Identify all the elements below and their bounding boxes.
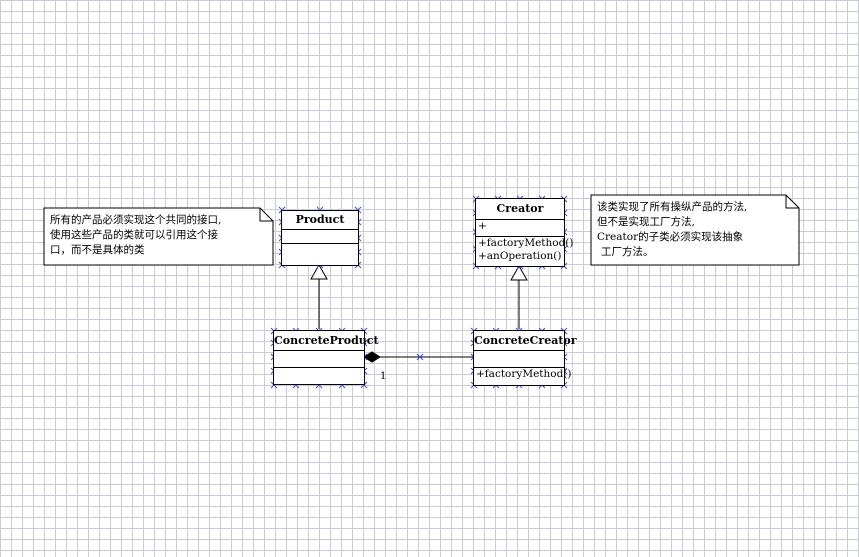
class-operations: +factoryMethod() [474, 368, 572, 381]
product-generalization-arrow [310, 263, 328, 280]
creator-generalization-arrow [510, 264, 528, 281]
class-name: ConcreteCreator [474, 331, 577, 351]
creator-note[interactable]: 该类实现了所有操纵产品的方法, 但不是实现工厂方法, Creator的子类必须实… [591, 196, 797, 264]
note-line: 工厂方法。 [601, 246, 654, 258]
class-name: ConcreteProduct [274, 331, 379, 351]
class-attributes [474, 351, 564, 368]
note-line: 该类实现了所有操纵产品的方法, [597, 201, 748, 213]
aggregation-diamond [363, 351, 381, 363]
product-note-fold [259, 208, 273, 222]
class-attributes: + [476, 220, 564, 237]
class-attributes [282, 230, 358, 244]
note-line: Creator的子类必须实现该抽象 [597, 231, 744, 243]
operation-item: +factoryMethod() [478, 237, 574, 249]
selection-handle[interactable] [416, 353, 424, 361]
note-line: 口，而不是具体的类 [50, 244, 145, 256]
class-name: Creator [476, 199, 564, 220]
class-operations: +factoryMethod() +anOperation() [476, 237, 574, 263]
association-multiplicity: 1 [380, 371, 387, 382]
class-concrete-product[interactable]: ConcreteProduct [273, 330, 379, 385]
creator-note-fold [785, 195, 799, 209]
class-product[interactable]: Product [281, 210, 359, 266]
note-line: 使用这些产品的类就可以引用这个接 [50, 229, 218, 241]
class-concrete-creator[interactable]: ConcreteCreator +factoryMethod() [473, 330, 577, 386]
class-name: Product [282, 211, 358, 230]
class-creator[interactable]: Creator + +factoryMethod() +anOperation(… [475, 198, 574, 267]
product-note[interactable]: 所有的产品必须实现这个共同的接口, 使用这些产品的类就可以引用这个接 口，而不是… [44, 209, 270, 265]
operation-item: +factoryMethod() [476, 368, 572, 380]
class-operations [282, 244, 358, 257]
class-operations [274, 368, 364, 384]
note-line: 但不是实现工厂方法, [597, 216, 695, 228]
operation-item: +anOperation() [478, 250, 562, 262]
product-note-shape [43, 207, 274, 266]
creator-note-shape [590, 194, 800, 266]
attribute-item: + [478, 220, 487, 232]
class-attributes [274, 351, 364, 368]
note-line: 所有的产品必须实现这个共同的接口, [50, 214, 222, 226]
